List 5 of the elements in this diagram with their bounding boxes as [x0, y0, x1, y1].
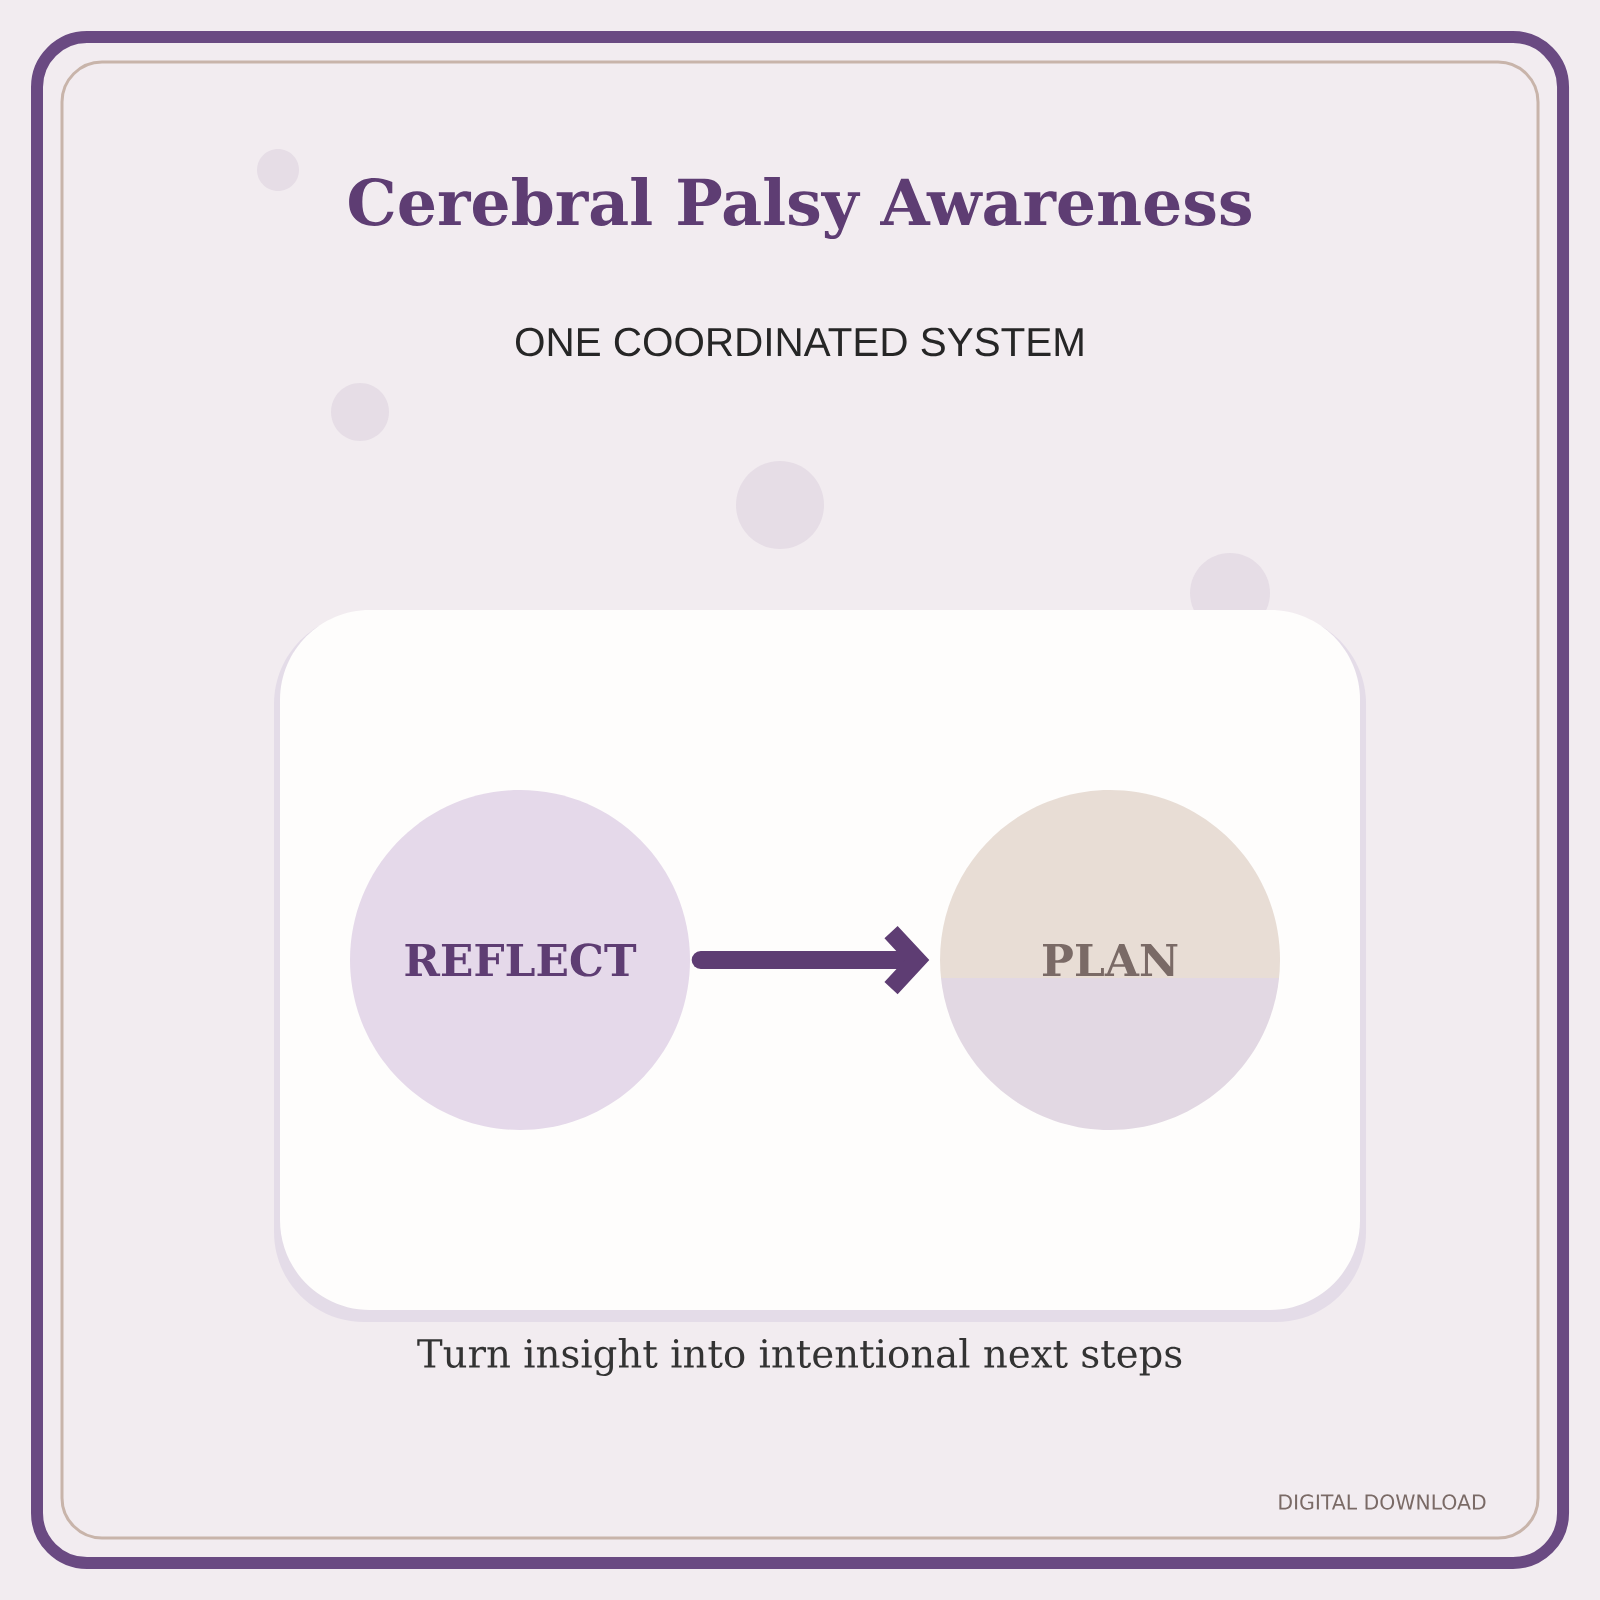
footer-text: DIGITAL DOWNLOAD [1279, 1494, 1486, 1510]
arrow [691, 925, 930, 995]
title: Cerebral Palsy Awareness [349, 176, 1251, 240]
subtitle: ONE COORDINATED SYSTEM [516, 327, 1083, 357]
caption: Turn insight into intentional next steps [417, 1338, 1182, 1376]
